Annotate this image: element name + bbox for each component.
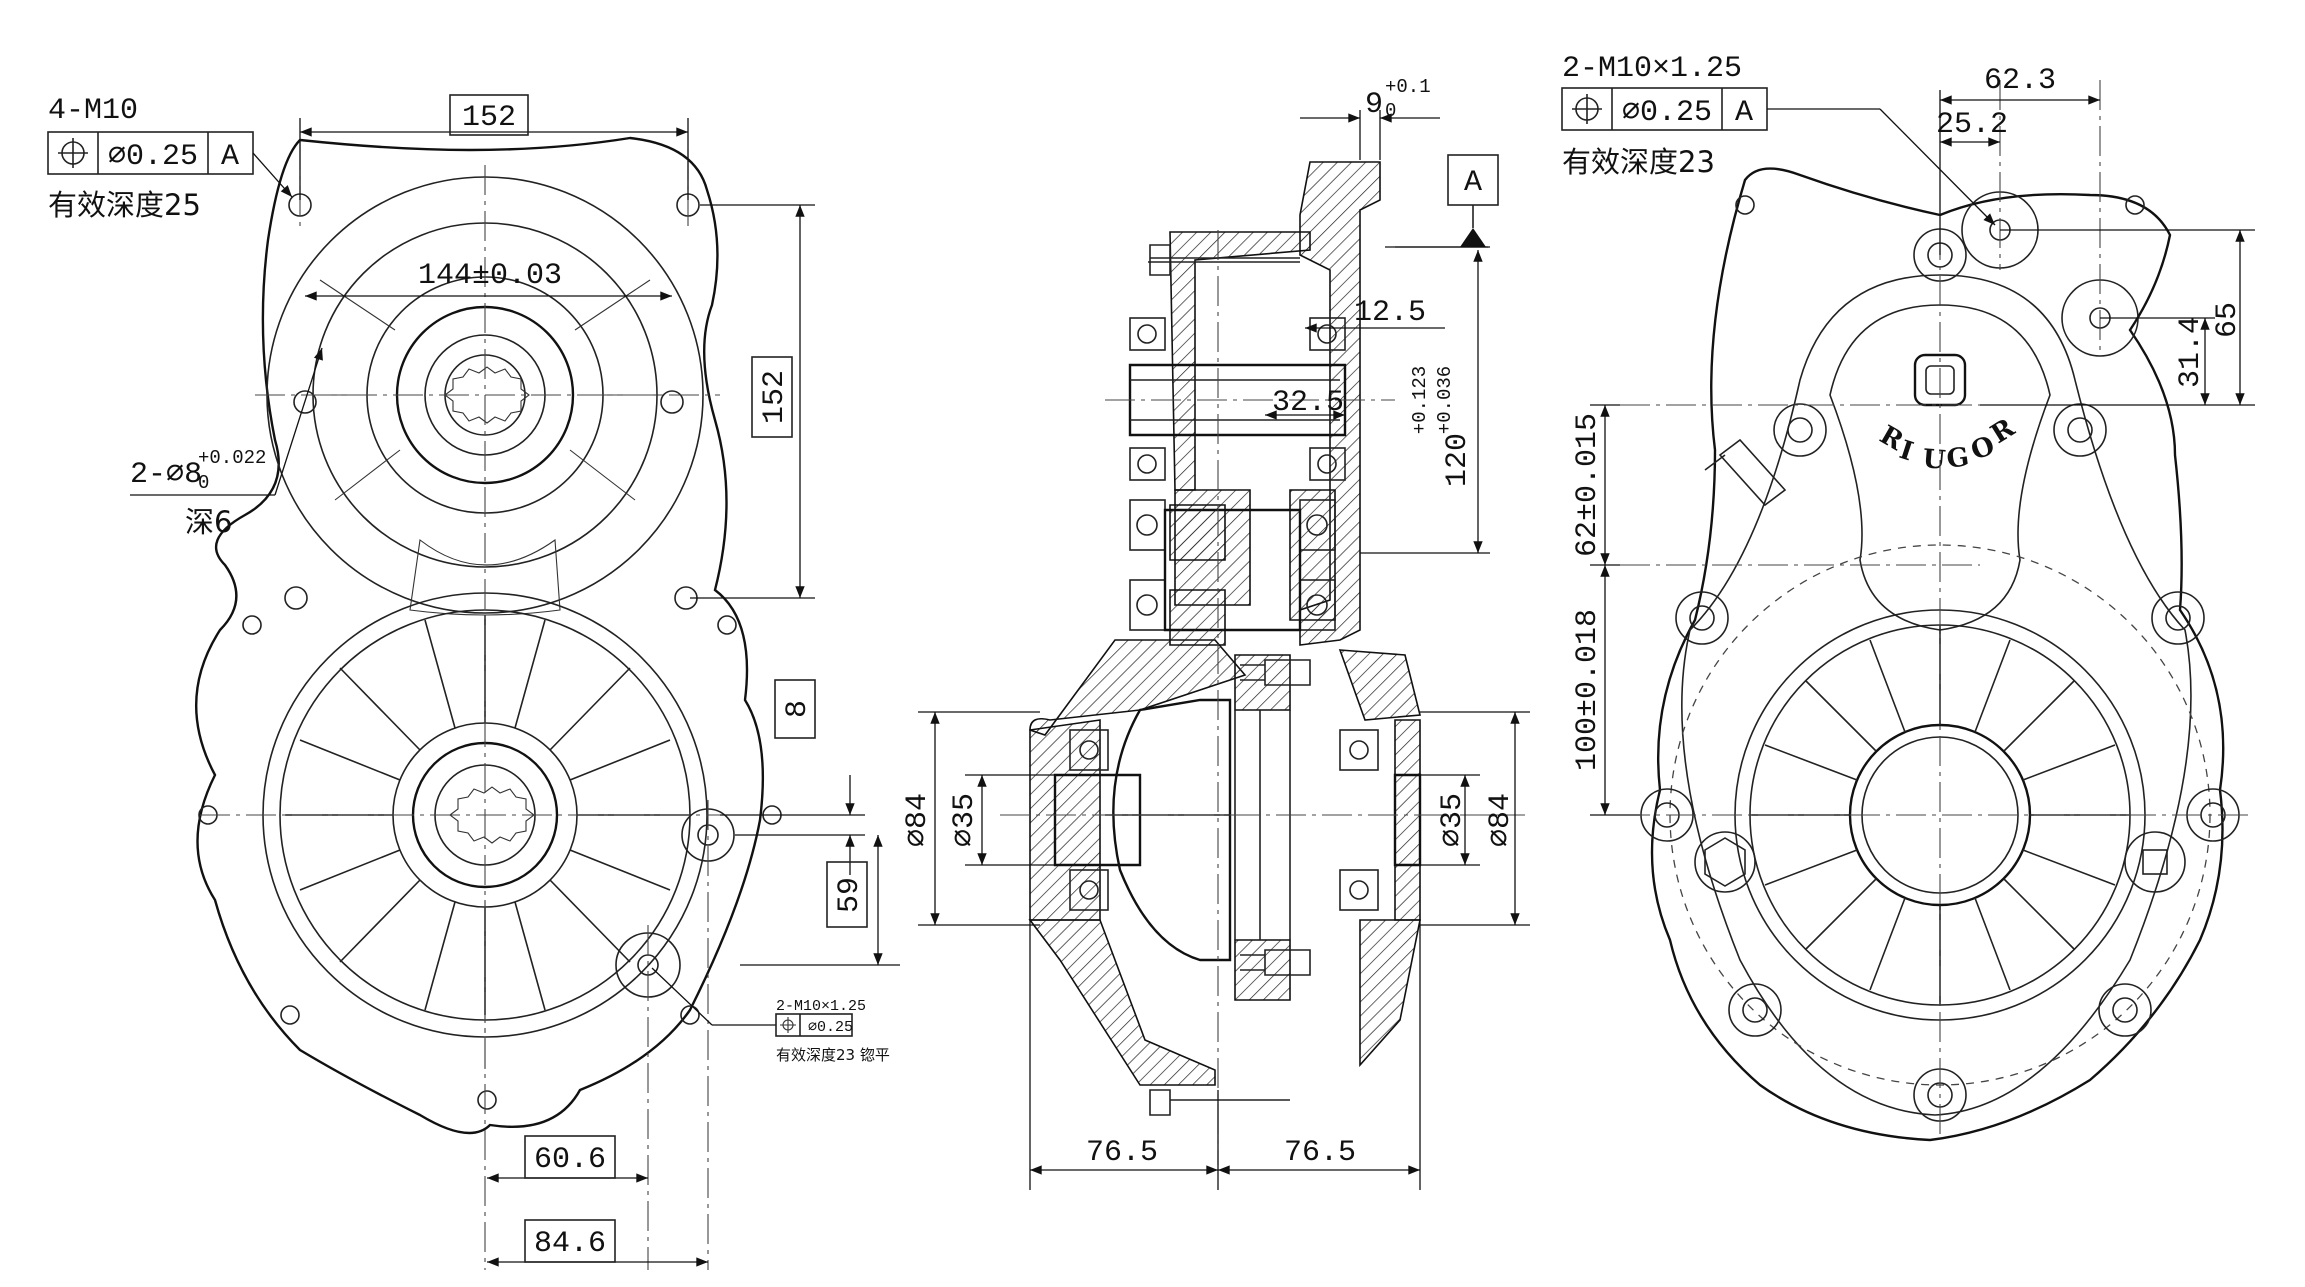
dim-76-5-left: 76.5 [1086,1136,1158,1170]
callout-top-note: 有效深度25 [48,188,201,222]
dim-d84-left: ⌀84 [901,793,935,847]
dim-59: 59 [833,877,867,913]
riugor-logo-icon: R I U G O R [1875,353,2020,476]
callout-right-label: 2-M10×1.25 [1562,52,1742,86]
dim-62: 62±0.015 [1571,413,1605,557]
position-tolerance-icon [1572,94,1602,124]
callout-small-label: 2-M10×1.25 [776,998,866,1015]
dim-d35-right: ⌀35 [1436,793,1470,847]
callout-pin-tol-lower: 0 [198,472,209,494]
dim-120-upper: +0.123 [1409,366,1431,434]
dim-9-lower: 0 [1385,100,1396,122]
dim-top-width: 152 [462,101,516,135]
dim-d35-left: ⌀35 [948,793,982,847]
callout-small-note: 有效深度23 锪平 [776,1046,890,1064]
callout-right-tolerance: ⌀0.25 [1622,96,1712,130]
position-tolerance-icon [58,138,88,168]
right-rear-view: R I U G O R 62.3 25.2 65 31.4 62±0.015 1… [1561,52,2255,1142]
callout-right-note: 有效深度23 [1562,145,1715,179]
dim-box-8: 8 [781,700,815,718]
dim-120-lower: +0.036 [1434,366,1456,434]
dim-32-5: 32.5 [1272,386,1344,420]
callout-pin-tol-upper: +0.022 [198,447,266,469]
callout-pin-depth: 深6 [185,505,232,539]
callout-top-tolerance: ⌀0.25 [108,140,198,174]
dim-9: 9 [1365,88,1383,122]
callout-right-datum: A [1735,96,1753,130]
logo-letter-4: G [1945,442,1971,475]
dim-9-upper: +0.1 [1385,76,1431,98]
dim-12-5: 12.5 [1354,296,1426,330]
logo-letter-3: U [1921,444,1947,476]
dim-100: 100±0.018 [1571,609,1605,771]
left-front-view: 152 144±0.03 152 4-M10 ⌀0.25 A 有效深度25 2-… [47,94,900,1270]
dim-120: 120 [1441,433,1475,487]
dim-60-6: 60.6 [534,1143,606,1177]
dim-84-6: 84.6 [534,1227,606,1261]
dim-bolt-circle: 144±0.03 [418,259,562,293]
section-view: 9 +0.1 0 A 12.5 32.5 120 +0.123 +0.036 ⌀… [901,76,1530,1190]
dim-65: 65 [2211,302,2245,338]
callout-top-label: 4-M10 [48,94,138,128]
dim-25-2: 25.2 [1936,108,2008,142]
dim-62-3: 62.3 [1984,64,2056,98]
callout-top-datum: A [221,140,239,174]
dim-76-5-right: 76.5 [1284,1136,1356,1170]
dim-d84-right: ⌀84 [1484,793,1518,847]
dim-31-4: 31.4 [2174,316,2208,388]
dim-right-height: 152 [758,370,792,424]
callout-pin-label: 2-⌀8 [130,458,202,492]
datum-a: A [1464,166,1482,200]
callout-small-tolerance: ⌀0.25 [808,1019,853,1036]
